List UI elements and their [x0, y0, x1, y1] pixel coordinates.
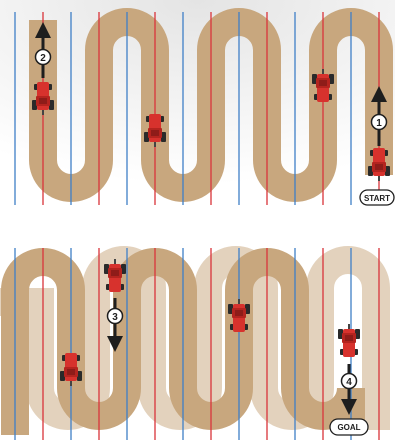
step-2-label: 2: [40, 53, 46, 64]
step-1-label: 1: [376, 118, 382, 129]
start-label: START: [364, 194, 390, 203]
start-badge: START: [360, 190, 394, 205]
goal-badge: GOAL: [330, 419, 368, 435]
step-4-marker: 4: [342, 374, 357, 389]
goal-label: GOAL: [337, 423, 360, 432]
tractor-icon: [338, 324, 360, 357]
step-3-label: 3: [112, 312, 118, 323]
step-1-marker: 1: [372, 115, 387, 130]
step-4-label: 4: [346, 377, 352, 388]
step-3-marker: 3: [108, 309, 123, 324]
step-2-marker: 2: [36, 50, 51, 65]
